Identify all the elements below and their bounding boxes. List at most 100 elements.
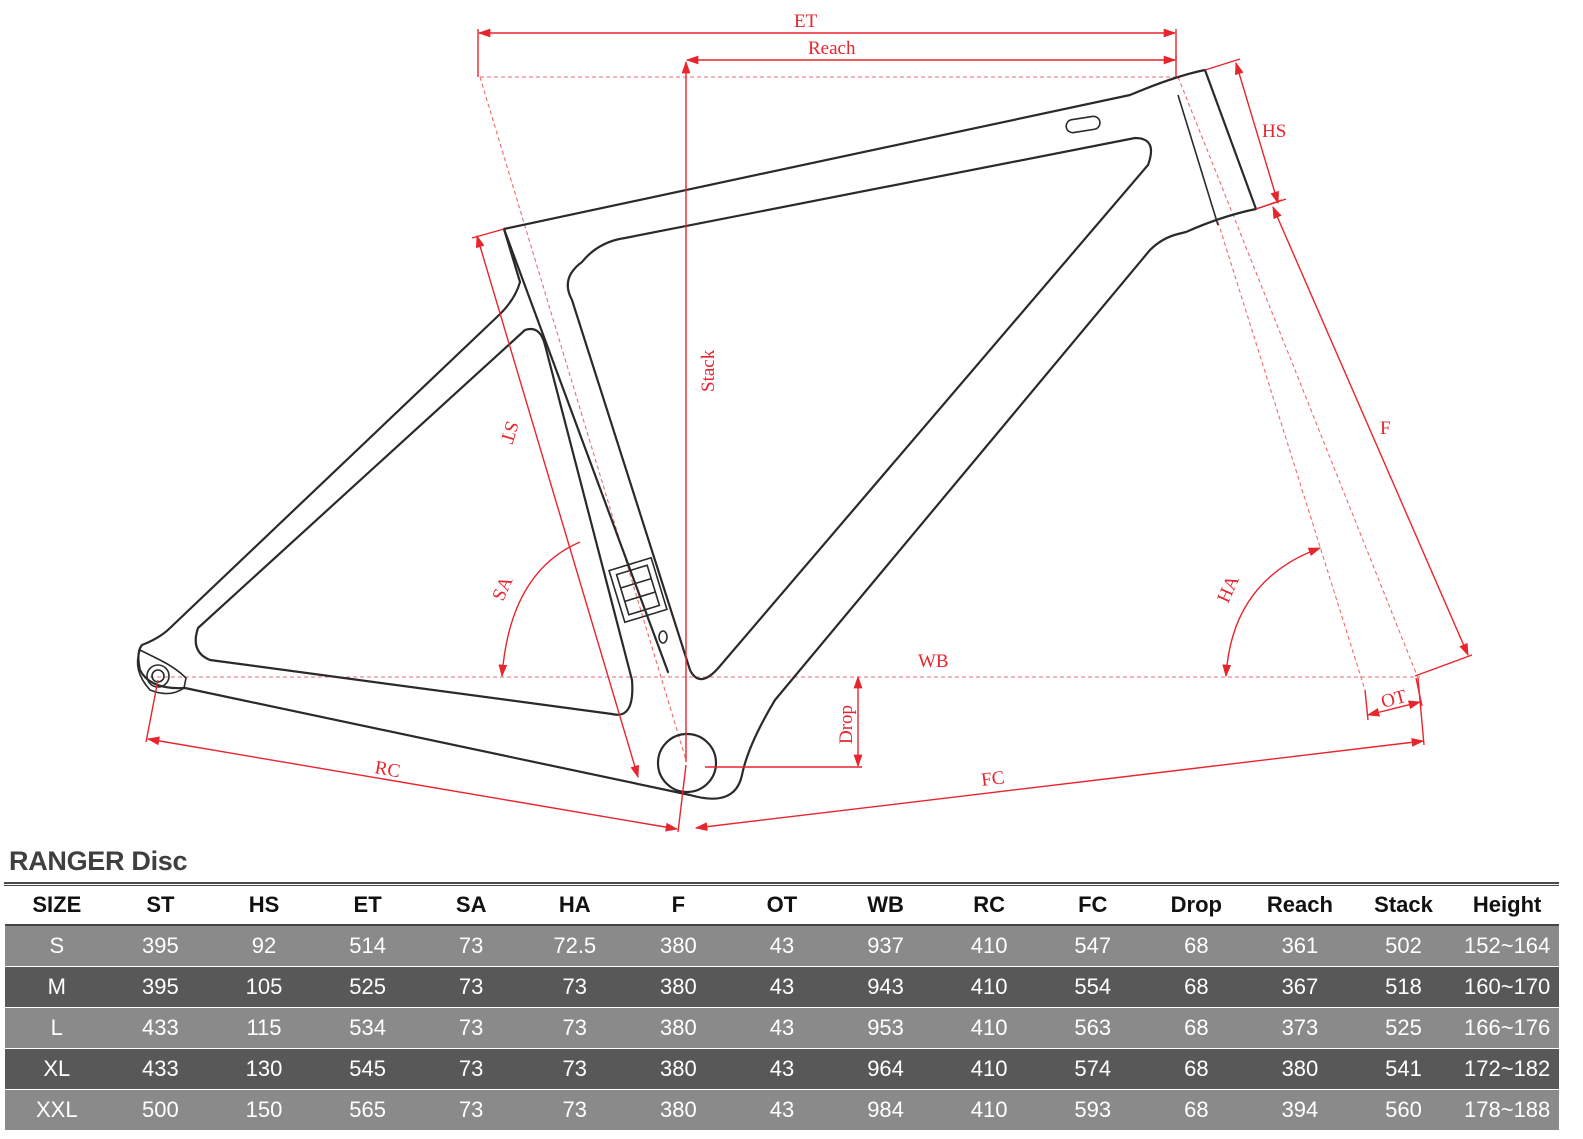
table-cell: 380: [626, 966, 731, 1008]
size-cell: M: [5, 966, 109, 1008]
table-cell: 560: [1351, 1089, 1456, 1130]
column-header: OT: [730, 886, 834, 926]
table-cell: 395: [108, 924, 213, 967]
label-reach: Reach: [808, 38, 856, 59]
table-cell: 410: [937, 966, 1041, 1008]
table-cell: 380: [626, 1089, 731, 1130]
table-cell: 554: [1040, 966, 1145, 1008]
table-header-row: SIZE ST HS ET SA HA F OT WB RC FC Drop R…: [5, 886, 1559, 926]
model-title: RANGER Disc: [9, 846, 188, 876]
size-cell: S: [5, 924, 109, 967]
table-cell: 73: [419, 924, 523, 967]
label-ot: OT: [1379, 686, 1409, 713]
table-cell: 178~188: [1455, 1089, 1559, 1130]
table-cell: 152~164: [1455, 924, 1559, 967]
table-cell: 380: [626, 924, 731, 967]
label-hs: HS: [1262, 121, 1286, 142]
table-cell: 500: [108, 1089, 213, 1130]
table-cell: 43: [730, 1048, 834, 1090]
table-cell: 166~176: [1455, 1007, 1559, 1049]
table-cell: 73: [522, 1048, 627, 1090]
table-cell: 394: [1248, 1089, 1352, 1130]
label-et: ET: [794, 11, 818, 32]
table-cell: 68: [1144, 1048, 1249, 1090]
table-cell: 73: [522, 1007, 627, 1049]
frame-geometry-diagram: ET Reach HS Stack ST F SA HA WB OT Drop …: [136, 11, 1473, 833]
column-header: F: [626, 886, 731, 926]
table-cell: 525: [315, 966, 420, 1008]
label-f: F: [1380, 418, 1391, 439]
bike-frame: [136, 68, 1258, 800]
table-cell: 380: [1248, 1048, 1352, 1090]
table-cell: 547: [1040, 924, 1145, 967]
table-cell: 574: [1040, 1048, 1145, 1090]
column-header: SIZE: [5, 886, 109, 926]
label-fc: FC: [980, 767, 1006, 791]
table-cell: 172~182: [1455, 1048, 1559, 1090]
table-cell: 68: [1144, 1089, 1249, 1130]
column-header: HA: [522, 886, 627, 926]
table-cell: 361: [1248, 924, 1352, 967]
column-header: ET: [315, 886, 420, 926]
label-rc: RC: [373, 757, 402, 782]
table-cell: 73: [419, 1048, 523, 1090]
table-cell: 68: [1144, 1007, 1249, 1049]
column-header: SA: [419, 886, 523, 926]
label-drop: Drop: [836, 705, 857, 744]
label-stack: Stack: [698, 349, 719, 392]
table-cell: 73: [419, 1089, 523, 1130]
column-header: Height: [1455, 886, 1559, 926]
dimension-lines: [145, 28, 1473, 833]
table-cell: 937: [833, 924, 938, 967]
column-header: ST: [108, 886, 213, 926]
table-cell: 433: [108, 1007, 213, 1049]
table-cell: 367: [1248, 966, 1352, 1008]
table-cell: 410: [937, 1089, 1041, 1130]
table-cell: 105: [212, 966, 316, 1008]
table-cell: 514: [315, 924, 420, 967]
column-header: HS: [212, 886, 316, 926]
table-cell: 380: [626, 1007, 731, 1049]
table-cell: 525: [1351, 1007, 1456, 1049]
table-cell: 73: [522, 1089, 627, 1130]
column-header: Stack: [1351, 886, 1456, 926]
title-divider: [4, 882, 1559, 886]
table-cell: 410: [937, 1048, 1041, 1090]
table-cell: 953: [833, 1007, 938, 1049]
table-cell: 73: [522, 966, 627, 1008]
table-cell: 541: [1351, 1048, 1456, 1090]
column-header: Drop: [1144, 886, 1249, 926]
table-cell: 92: [212, 924, 316, 967]
column-header: Reach: [1248, 886, 1352, 926]
table-cell: 160~170: [1455, 966, 1559, 1008]
dimension-labels: ET Reach HS Stack ST F SA HA WB OT Drop …: [373, 11, 1409, 791]
size-cell: XXL: [5, 1089, 109, 1130]
label-st: ST: [496, 419, 523, 447]
table-cell: 72.5: [522, 924, 627, 967]
table-cell: 964: [833, 1048, 938, 1090]
table-cell: 943: [833, 966, 938, 1008]
column-header: RC: [937, 886, 1041, 926]
table-cell: 534: [315, 1007, 420, 1049]
label-sa: SA: [488, 573, 517, 604]
table-cell: 130: [212, 1048, 316, 1090]
table-cell: 68: [1144, 966, 1249, 1008]
table-cell: 150: [212, 1089, 316, 1130]
table-cell: 43: [730, 966, 834, 1008]
table-cell: 593: [1040, 1089, 1145, 1130]
table-cell: 410: [937, 1007, 1041, 1049]
table-cell: 984: [833, 1089, 938, 1130]
construction-lines: [150, 76, 1420, 761]
label-wb: WB: [918, 651, 949, 672]
label-ha: HA: [1213, 572, 1243, 606]
size-cell: L: [5, 1007, 109, 1049]
table-cell: 43: [730, 924, 834, 967]
table-cell: 433: [108, 1048, 213, 1090]
table-cell: 563: [1040, 1007, 1145, 1049]
table-cell: 545: [315, 1048, 420, 1090]
table-cell: 380: [626, 1048, 731, 1090]
